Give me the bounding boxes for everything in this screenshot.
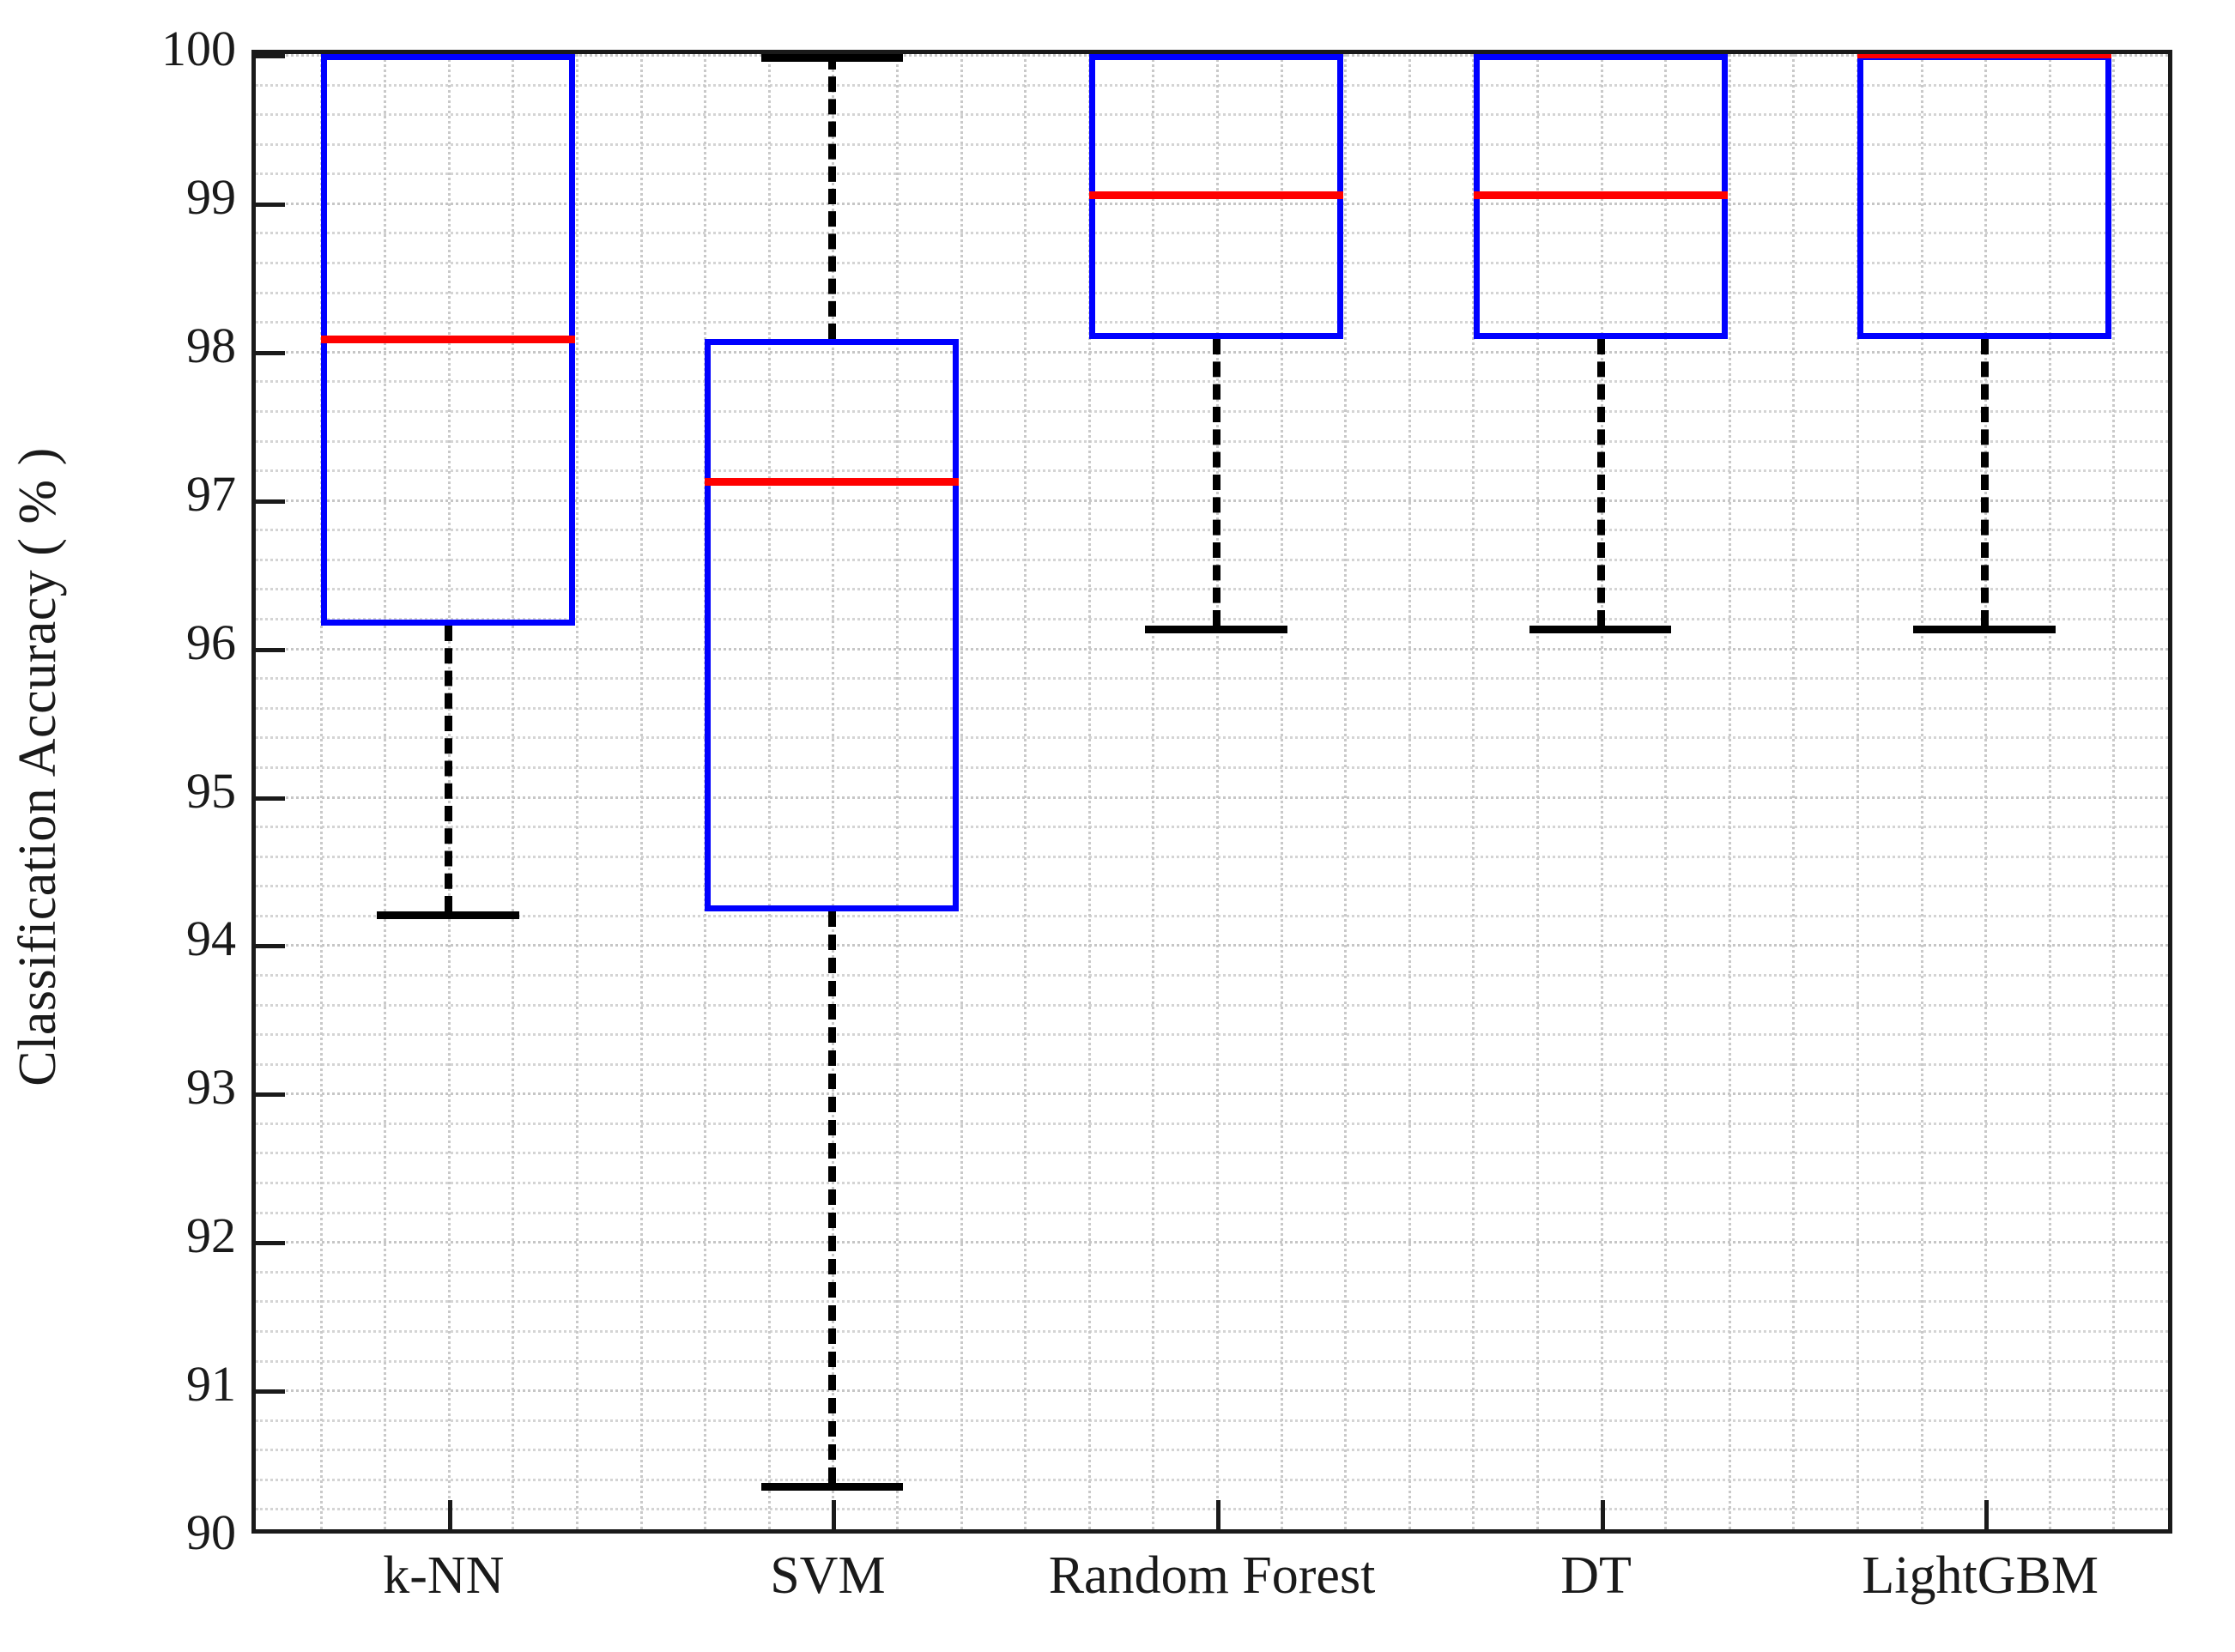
x-axis-tick [447, 1500, 452, 1529]
whisker-upper [828, 54, 837, 339]
boxplot-lightgbm [256, 54, 2168, 1529]
whisker-cap-upper [760, 54, 904, 62]
y-axis-tick-label: 98 [186, 317, 236, 373]
whisker-lower [1596, 338, 1605, 626]
y-axis-tick-label: 95 [186, 762, 236, 819]
y-axis-title: Classification Accuracy ( % ) [8, 447, 67, 1086]
whisker-lower [1981, 338, 1990, 626]
y-axis-tick-label: 97 [186, 465, 236, 522]
x-axis-tick-label: k-NN [383, 1546, 505, 1605]
y-axis-tick [256, 350, 285, 355]
plot-area [251, 50, 2172, 1534]
boxplot-k-nn [256, 54, 2168, 1529]
y-axis-tick [256, 796, 285, 801]
x-axis-tick-label: SVM [770, 1546, 886, 1605]
boxplot-random-forest [256, 54, 2168, 1529]
whisker-lower [444, 625, 452, 912]
x-axis-tick [1216, 1500, 1220, 1529]
median-line [1473, 191, 1728, 200]
median-line [1089, 191, 1343, 200]
x-axis-tick [1600, 1500, 1605, 1529]
whisker-lower [828, 911, 837, 1484]
y-axis-tick [256, 1389, 285, 1395]
y-axis-tick [256, 54, 285, 58]
boxplot-dt [256, 54, 2168, 1529]
whisker-cap-lower [1913, 625, 2056, 633]
y-axis-tick [256, 1092, 285, 1098]
y-axis-tick [256, 944, 285, 949]
whisker-lower [1213, 338, 1220, 626]
y-axis-tick-label: 91 [186, 1356, 236, 1413]
y-axis-tick-label: 92 [186, 1207, 236, 1264]
x-axis-tick [832, 1500, 837, 1529]
median-line [705, 477, 960, 486]
y-axis-tick [256, 202, 285, 207]
box-iqr [705, 338, 960, 912]
y-axis-tick-labels: 90 91 92 93 94 95 96 97 98 99 100 [94, 0, 236, 1652]
whisker-cap-lower [1529, 625, 1672, 633]
x-axis-tick [1984, 1500, 1990, 1529]
box-iqr [1857, 54, 2112, 339]
x-axis-tick-label: LightGBM [1862, 1546, 2099, 1605]
y-axis-tick-label: 99 [186, 168, 236, 225]
y-axis-tick [256, 647, 285, 652]
x-axis-tick-label: Random Forest [1048, 1546, 1376, 1605]
y-axis-tick-label: 94 [186, 911, 236, 967]
boxplot-svm [256, 54, 2168, 1529]
y-axis-tick-label: 100 [161, 21, 236, 76]
y-axis-tick-label: 90 [186, 1504, 236, 1560]
median-line [320, 335, 575, 343]
y-axis-tick [256, 1241, 285, 1246]
whisker-cap-lower [760, 1483, 904, 1492]
whisker-cap-lower [1145, 625, 1287, 633]
x-axis-tick-label: DT [1560, 1546, 1632, 1605]
x-axis-tick-labels: k-NN SVM Random Forest DT LightGBM [251, 1545, 2172, 1639]
y-axis-tick-label: 96 [186, 614, 236, 670]
median-line [1857, 54, 2112, 58]
y-axis-tick [256, 499, 285, 504]
whisker-cap-lower [376, 911, 519, 920]
y-axis-tick-label: 93 [186, 1059, 236, 1116]
